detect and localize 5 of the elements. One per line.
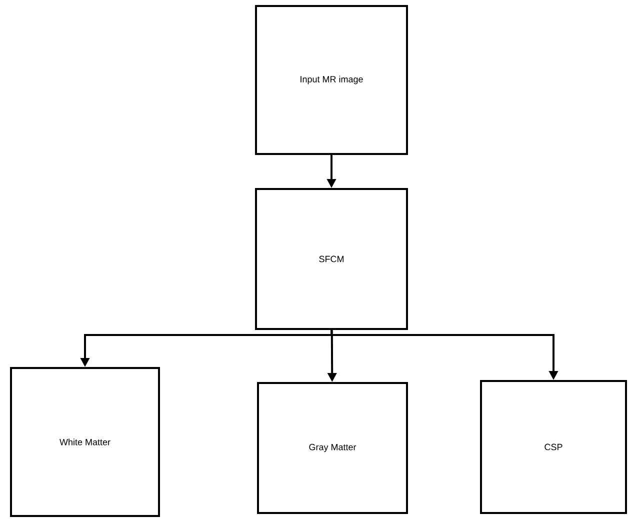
process-box: SFCM	[255, 188, 408, 330]
process-box: Input MR image	[255, 5, 408, 155]
process-box: CSP	[480, 380, 627, 514]
process-box: White Matter	[10, 367, 160, 517]
process-box: Gray Matter	[257, 382, 408, 514]
